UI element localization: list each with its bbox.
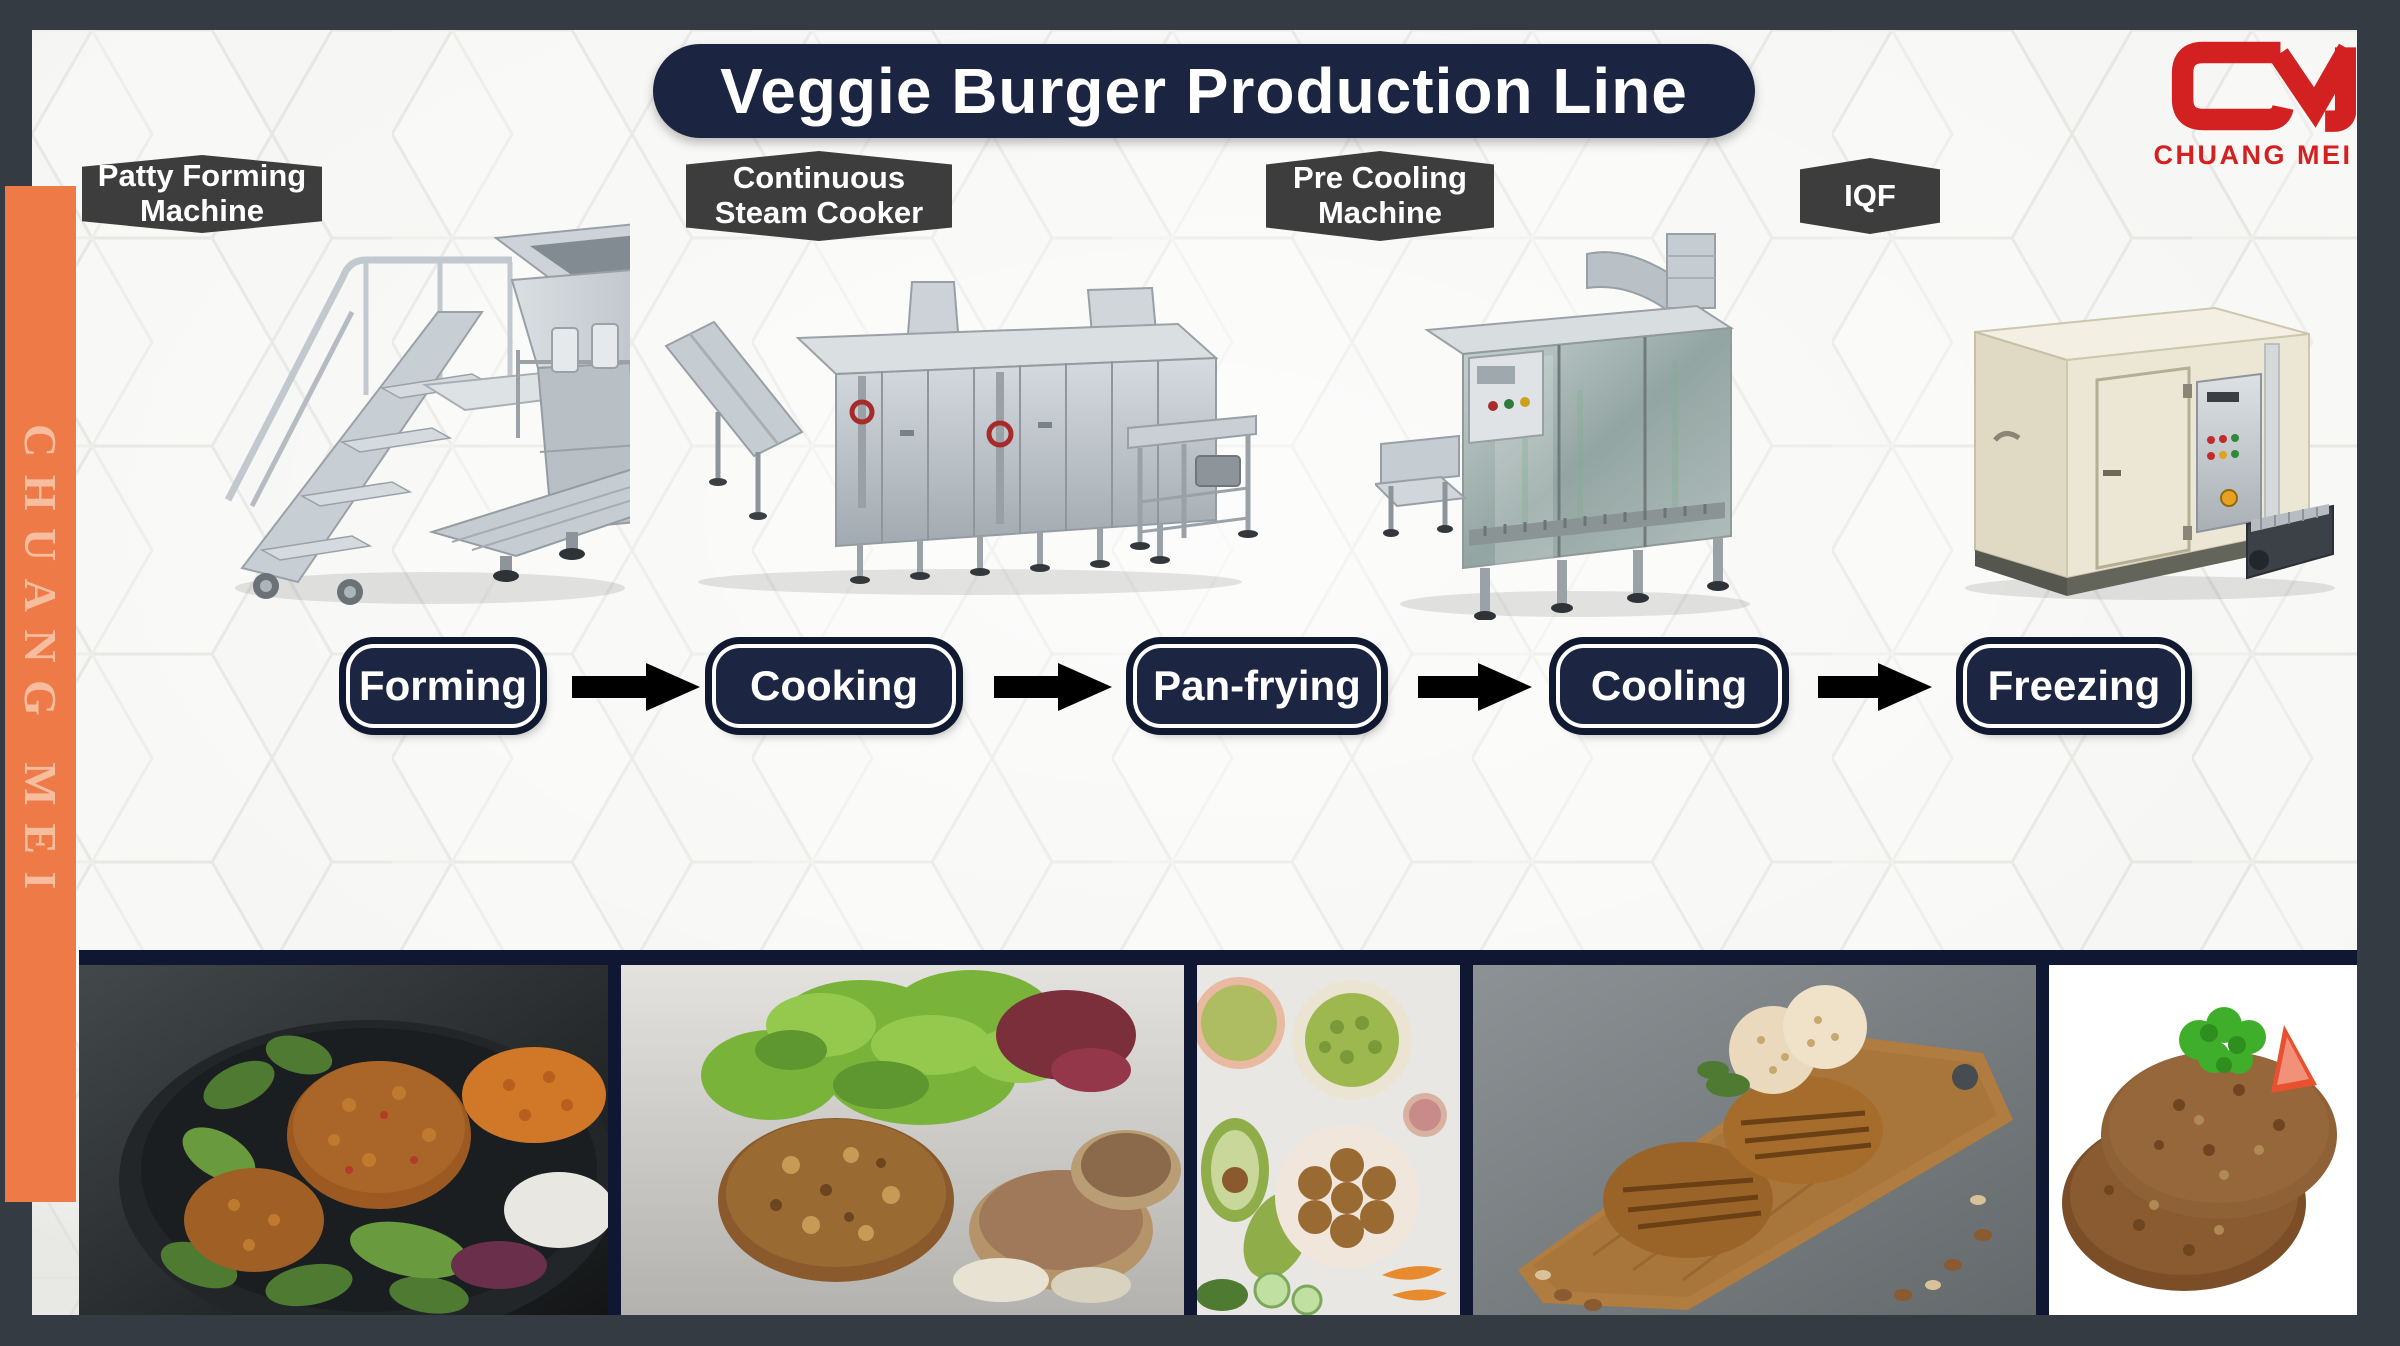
side-accent-strip: CHUANG MEI: [5, 186, 76, 1202]
continuous-steam-cooker-illustration: [655, 280, 1265, 600]
gallery-photo-5: [2049, 965, 2357, 1315]
machine-label-patty-forming: Patty Forming Machine: [82, 155, 322, 233]
machine-label-line: Patty Forming: [97, 158, 307, 194]
gallery-photo-1: [79, 965, 608, 1315]
gallery-photo-3: [1197, 965, 1460, 1315]
machine-label-line: Steam Cooker: [714, 195, 924, 230]
machine-label-pre-cooling: Pre Cooling Machine: [1266, 151, 1494, 241]
flow-arrow-icon: [994, 663, 1112, 711]
machine-label-line: IQF: [1844, 177, 1896, 213]
flow-step-label: Pan-frying: [1153, 662, 1361, 709]
gallery-photo-4: [1473, 965, 2036, 1315]
machine-label-steam-cooker: Continuous Steam Cooker: [686, 151, 952, 241]
page-title: Veggie Burger Production Line: [720, 55, 1688, 127]
machine-label-iqf: IQF: [1800, 158, 1940, 234]
flow-step-freezing: Freezing: [1963, 644, 2185, 728]
machine-label-line: Pre Cooling: [1293, 160, 1467, 196]
flow-arrow-icon: [1818, 663, 1932, 711]
flow-arrow-icon: [572, 663, 700, 711]
pre-cooling-machine-illustration: [1375, 230, 1760, 620]
flow-step-label: Cooking: [750, 662, 918, 709]
machine-label-line: Machine: [139, 193, 265, 228]
flow-arrow-icon: [1418, 663, 1532, 711]
flow-step-pan-frying: Pan-frying: [1133, 644, 1381, 728]
flow-step-label: Forming: [359, 662, 527, 709]
title-banner: Veggie Burger Production Line: [653, 44, 1755, 138]
patty-forming-machine-illustration: [200, 200, 630, 610]
flow-step-label: Cooling: [1590, 662, 1748, 709]
flow-step-cooling: Cooling: [1556, 644, 1782, 728]
sidebar-vertical-brand-text: CHUANG MEI: [15, 424, 66, 907]
machine-label-line: Machine: [1317, 195, 1443, 230]
machine-label-line: Continuous: [732, 160, 906, 196]
brand-logo: CHUANG MEI: [2150, 34, 2356, 174]
food-photo-strip: [79, 950, 2357, 1315]
flow-step-label: Freezing: [1987, 662, 2161, 709]
cm-monogram-icon: [2171, 41, 2356, 132]
brand-name: CHUANG MEI: [2153, 140, 2353, 170]
flow-step-cooking: Cooking: [712, 644, 956, 728]
gallery-photo-2: [621, 965, 1184, 1315]
iqf-freezer-illustration: [1945, 288, 2340, 600]
flow-step-forming: Forming: [346, 644, 540, 728]
